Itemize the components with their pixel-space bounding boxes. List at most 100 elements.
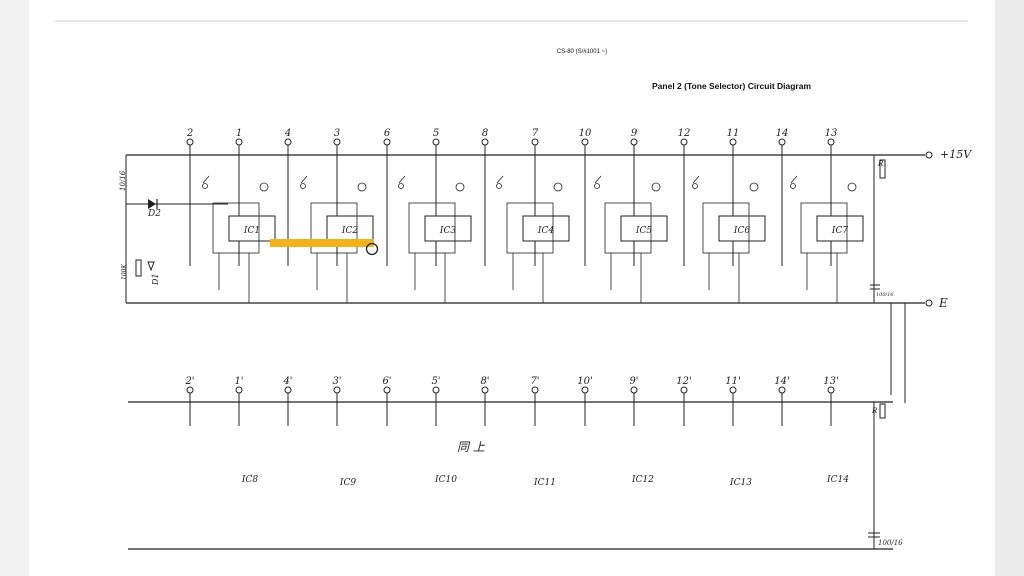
bottom-terminal-node: [383, 386, 391, 394]
ic-label: IC6: [733, 226, 750, 236]
ic-bracket: [506, 202, 554, 254]
switch-lever: [300, 175, 308, 184]
top-terminal-node: [284, 138, 292, 146]
bottom-terminal-label: 11': [725, 376, 740, 387]
lower-ic-label: IC11: [533, 478, 556, 488]
bottom-terminal-node: [827, 386, 835, 394]
diode-d2-label: D2: [147, 209, 161, 219]
highlight-circle: [365, 242, 379, 256]
bottom-terminal-node: [630, 386, 638, 394]
top-terminal-node: [630, 138, 638, 146]
switch-lever: [398, 175, 406, 184]
ic-chip: [620, 215, 668, 242]
bottom-terminal-node: [432, 386, 440, 394]
top-terminal-node: [235, 138, 243, 146]
lower-ic-label: IC9: [339, 478, 356, 488]
bottom-terminal-node: [333, 386, 341, 394]
diode-d2-symbol: [148, 199, 156, 209]
switch-indicator-icon: [553, 182, 563, 192]
ic-chip: [228, 215, 276, 242]
top-terminal-node: [531, 138, 539, 146]
top-terminal-label: 10: [579, 128, 592, 139]
ic-label: IC3: [439, 226, 456, 236]
ic-bracket: [212, 202, 260, 254]
top-terminal-label: 14: [776, 128, 789, 139]
top-terminal-node: [680, 138, 688, 146]
top-terminal-node: [778, 138, 786, 146]
lower-ic-label: IC10: [434, 475, 457, 485]
top-terminal-node: [333, 138, 341, 146]
switch-lever: [496, 175, 504, 184]
bottom-terminal-node: [581, 386, 589, 394]
switch-contact-icon: [300, 183, 306, 189]
bottom-terminal-label: 6': [382, 376, 391, 387]
rail-resistor-lower-label: R: [871, 407, 878, 415]
bottom-terminal-label: 1': [234, 376, 243, 387]
bottom-terminal-node: [531, 386, 539, 394]
bottom-terminal-label: 7': [530, 376, 539, 387]
model-header: CS-80 (S/#1001 ~): [557, 49, 607, 55]
top-terminal-label: 11: [727, 128, 740, 139]
rail-resistor: [879, 159, 886, 179]
top-terminal-node: [383, 138, 391, 146]
top-terminal-node: [827, 138, 835, 146]
switch-lever: [692, 175, 700, 184]
ic-chip: [816, 215, 864, 242]
ic-label: IC5: [635, 226, 652, 236]
resistor-100k-label: 100K: [121, 264, 128, 280]
top-terminal-label: 7: [532, 128, 539, 139]
switch-contact-icon: [594, 183, 600, 189]
ic-chip: [522, 215, 570, 242]
bottom-terminal-node: [235, 386, 243, 394]
bottom-terminal-label: 3': [332, 376, 341, 387]
lower-ic-label: IC12: [631, 475, 654, 485]
top-terminal-node: [481, 138, 489, 146]
top-terminal-node: [729, 138, 737, 146]
top-terminal-label: 12: [678, 128, 691, 139]
ground-terminal: [925, 299, 933, 307]
bottom-terminal-label: 8': [480, 376, 489, 387]
bottom-terminal-node: [778, 386, 786, 394]
ic-chip: [326, 215, 374, 242]
switch-contact-icon: [496, 183, 502, 189]
switch-lever: [594, 175, 602, 184]
diode-d1-symbol: [147, 261, 155, 272]
cap-lower-label: 100/16: [878, 539, 903, 547]
document-page: [29, 0, 995, 576]
lower-ic-label: IC14: [826, 475, 849, 485]
top-terminal-label: 1: [236, 128, 242, 139]
switch-indicator-icon: [455, 182, 465, 192]
lower-ic-label: IC8: [241, 475, 258, 485]
resistor-100k: [135, 259, 142, 277]
cap-upper-label: 100/16: [876, 292, 894, 298]
switch-contact-icon: [398, 183, 404, 189]
switch-indicator-icon: [357, 182, 367, 192]
viewer-right-margin: [995, 0, 1024, 576]
bottom-terminal-node: [284, 386, 292, 394]
supply-label: +15V: [940, 148, 972, 161]
ic-label: IC7: [831, 226, 848, 236]
diode-d1-label: D1: [151, 273, 160, 286]
bottom-terminal-group: 2'1'4'3'6'5'8'7'10'9'12'11'14'13': [184, 376, 839, 426]
top-terminal-node: [581, 138, 589, 146]
switch-contact-icon: [202, 183, 208, 189]
bottom-terminal-label: 2': [184, 376, 194, 387]
bottom-terminal-label: 13': [823, 376, 838, 387]
top-terminal-node: [432, 138, 440, 146]
top-terminal-label: 2: [186, 128, 193, 139]
bottom-terminal-node: [680, 386, 688, 394]
top-terminal-label: 6: [384, 128, 391, 139]
switch-indicator-icon: [651, 182, 661, 192]
ic-chip: [424, 215, 472, 242]
switch-indicator-icon: [259, 182, 269, 192]
rail-resistor-label: R: [877, 160, 884, 168]
ground-label: E: [938, 296, 948, 310]
ic-bracket: [310, 202, 358, 254]
ic-label: IC4: [537, 226, 554, 236]
bottom-terminal-label: 10': [577, 376, 592, 387]
top-terminal-label: 5: [433, 128, 439, 139]
page-title: Panel 2 (Tone Selector) Circuit Diagram: [652, 81, 811, 91]
